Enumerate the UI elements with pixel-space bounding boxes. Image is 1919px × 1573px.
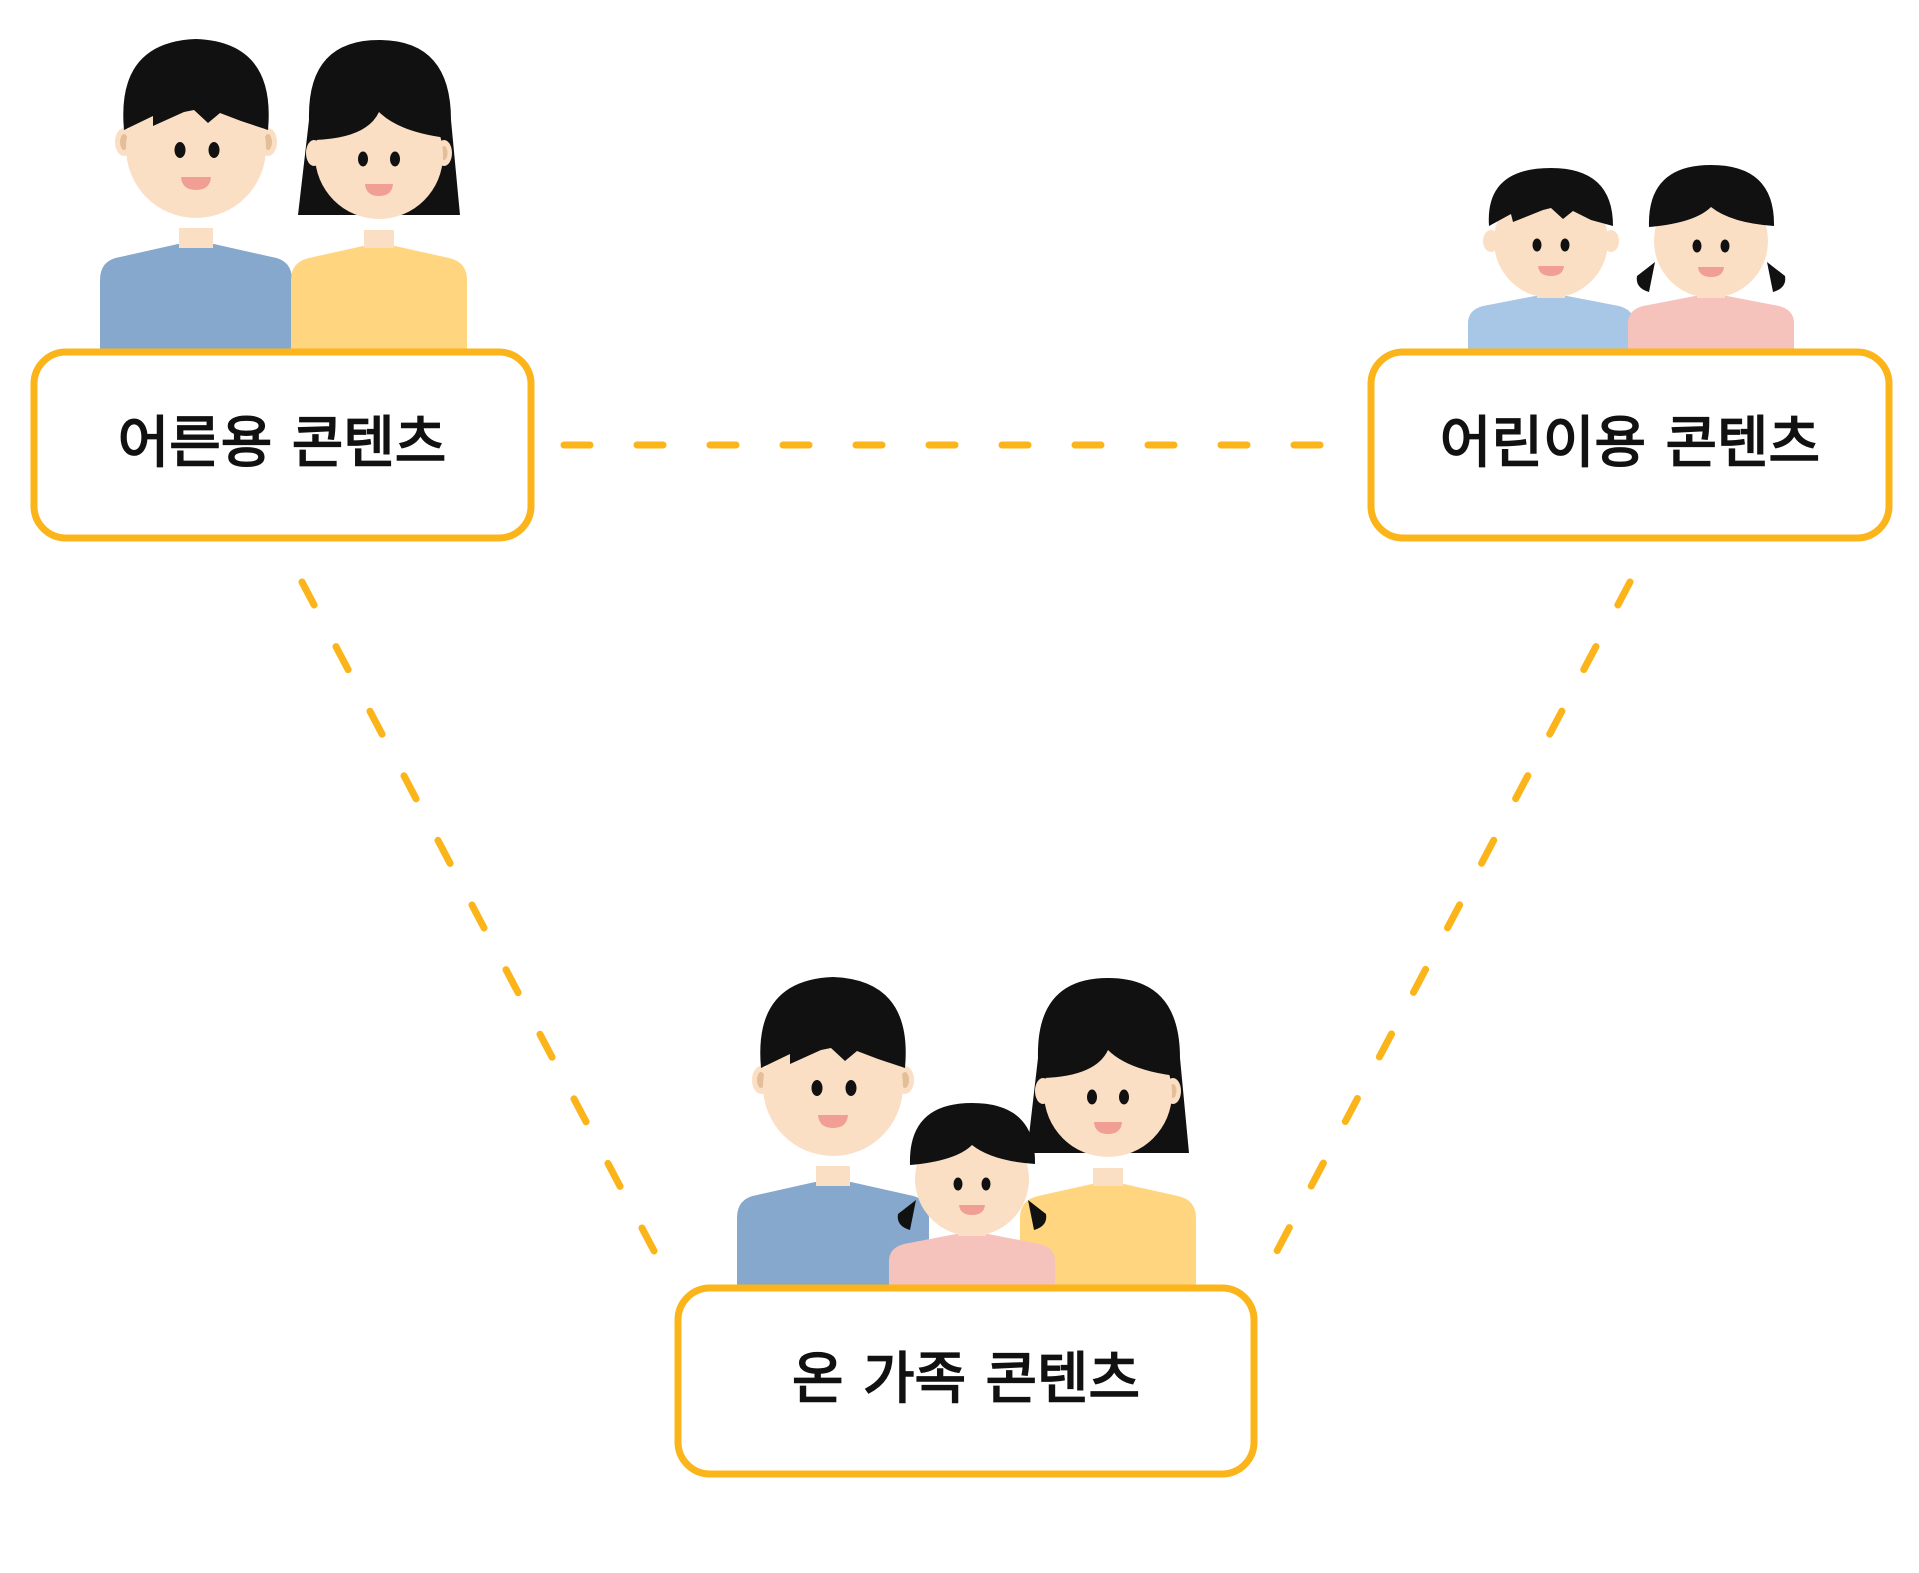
child-illustration <box>1468 165 1794 350</box>
connector-child-family <box>1264 578 1634 1272</box>
node-adult-label: 어른용 콘텐츠 <box>118 411 447 476</box>
woman-icon <box>291 40 467 350</box>
father-icon <box>737 977 929 1288</box>
connector-adult-family <box>298 578 667 1272</box>
node-child: 어린이용 콘텐츠 <box>1367 348 1893 542</box>
adult-illustration <box>100 39 467 350</box>
mother-icon <box>1020 978 1196 1288</box>
node-family-label: 온 가족 콘텐츠 <box>792 1347 1140 1412</box>
boy-icon <box>1468 168 1634 350</box>
man-icon <box>100 39 292 350</box>
connectors <box>298 441 1634 1272</box>
node-adult: 어른용 콘텐츠 <box>30 348 535 542</box>
girl-icon <box>1628 165 1794 350</box>
node-family: 온 가족 콘텐츠 <box>674 1284 1258 1478</box>
node-child-label: 어린이용 콘텐츠 <box>1440 411 1820 476</box>
family-illustration <box>737 977 1196 1288</box>
